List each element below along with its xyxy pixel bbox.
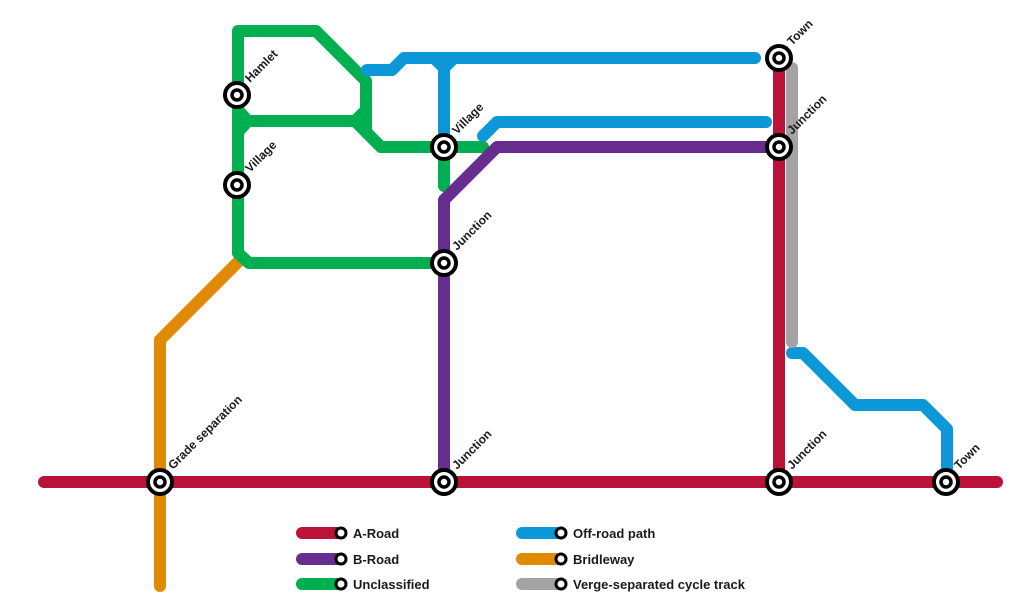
station-label: Junction xyxy=(784,427,829,472)
unclassified-line-middle xyxy=(232,104,372,127)
legend-label: Off-road path xyxy=(573,526,655,541)
legend-item-off-road-path: Off-road path xyxy=(516,526,655,541)
legend-item-b-road: B-Road xyxy=(296,552,399,567)
legend-item-bridleway: Bridleway xyxy=(516,552,635,567)
station-marker-center-icon xyxy=(772,51,786,65)
off-road-path-line-middle xyxy=(477,116,772,142)
legend-label: Verge-separated cycle track xyxy=(573,577,746,592)
legend-label: Bridleway xyxy=(573,552,635,567)
unclassified-line-chamfer xyxy=(232,104,254,138)
station-label: Town xyxy=(784,17,815,48)
station-marker-center-icon xyxy=(772,475,786,489)
legend-item-a-road: A-Road xyxy=(296,526,399,541)
station-label: Junction xyxy=(449,427,494,472)
station-marker-icon xyxy=(334,552,348,566)
legend-label: Unclassified xyxy=(353,577,430,592)
station-marker-icon xyxy=(334,577,348,591)
routes xyxy=(38,25,1003,592)
station-marker-icon xyxy=(554,526,568,540)
station-marker-center-icon xyxy=(437,475,451,489)
station-marker-center-icon xyxy=(230,178,244,192)
legend-label: A-Road xyxy=(353,526,399,541)
station-marker-icon xyxy=(554,552,568,566)
off-road-path-line-east xyxy=(786,347,953,488)
legend: A-Road B-Road Unclassified Off-road path… xyxy=(296,526,746,592)
bridleway-line xyxy=(154,256,244,592)
station-marker-center-icon xyxy=(153,475,167,489)
station-marker-center-icon xyxy=(772,140,786,154)
legend-label: B-Road xyxy=(353,552,399,567)
station-marker-center-icon xyxy=(437,140,451,154)
station-label: Junction xyxy=(449,208,494,253)
station-marker-center-icon xyxy=(230,88,244,102)
unclassified-line-middle-link xyxy=(349,115,387,153)
unclassified-line-west xyxy=(232,244,450,269)
station-marker-center-icon xyxy=(437,256,451,270)
stations: Hamlet Village Village Junction Grade se… xyxy=(146,17,983,496)
off-road-path-line-north xyxy=(361,52,761,76)
legend-item-unclassified: Unclassified xyxy=(296,577,430,592)
station-label: Town xyxy=(951,441,982,472)
legend-item-verge-cycle-track: Verge-separated cycle track xyxy=(516,577,746,592)
station-marker-icon xyxy=(554,577,568,591)
b-road-line xyxy=(438,141,776,488)
station-marker-icon xyxy=(334,526,348,540)
station-town-north: Town xyxy=(765,17,816,72)
station-label: Grade separation xyxy=(165,392,245,472)
station-marker-center-icon xyxy=(939,475,953,489)
station-label: Village xyxy=(242,138,279,175)
station-label: Hamlet xyxy=(242,47,280,85)
